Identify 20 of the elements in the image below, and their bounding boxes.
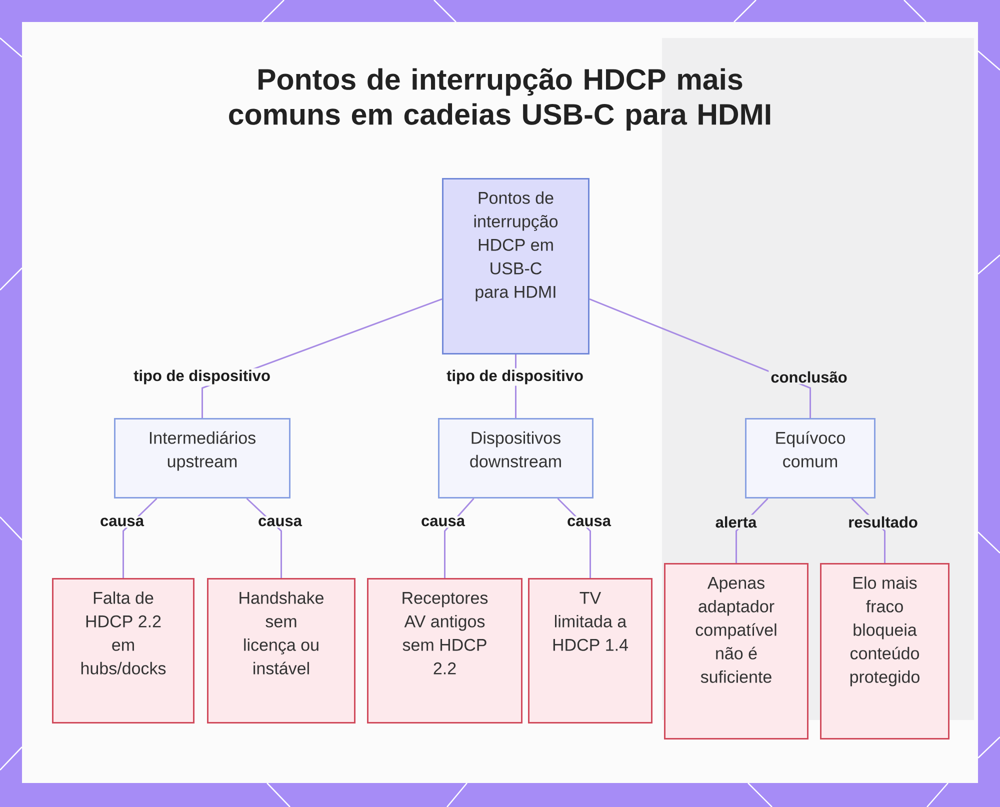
category-box: Intermediários upstream xyxy=(114,418,290,498)
cause-box: TV limitada a HDCP 1.4 xyxy=(528,578,652,724)
edge-label: causa xyxy=(565,516,613,528)
edge-label: conclusão xyxy=(768,370,850,384)
cause-box: Elo mais fraco bloqueia conteúdo protegido xyxy=(820,563,950,740)
edge-label: causa xyxy=(419,516,467,528)
edge-label: resultado xyxy=(846,514,920,530)
edge-label: causa xyxy=(256,516,304,528)
title: Pontos de interrupção HDCP mais comuns em cadeias USB-C para HDMI xyxy=(229,68,770,131)
category-box: Equívoco comum xyxy=(745,418,876,498)
edge-label: tipo de dispositivo xyxy=(444,368,586,386)
edge-label: causa xyxy=(98,516,146,528)
cause-box: Falta de HDCP 2.2 em hubs/docks xyxy=(52,578,194,724)
root-box: Pontos de interrupção HDCP em USB-C para HDMI xyxy=(442,178,590,354)
cause-box: Handshake sem licença ou instável xyxy=(207,578,356,724)
cause-box: Apenas adaptador compatível não é suficiente xyxy=(664,563,808,740)
edge-label: alerta xyxy=(713,514,759,530)
cause-box: Receptores AV antigos sem HDCP 2.2 xyxy=(367,578,522,724)
category-box: Dispositivos downstream xyxy=(438,418,594,498)
edge-label: tipo de dispositivo xyxy=(132,368,272,386)
